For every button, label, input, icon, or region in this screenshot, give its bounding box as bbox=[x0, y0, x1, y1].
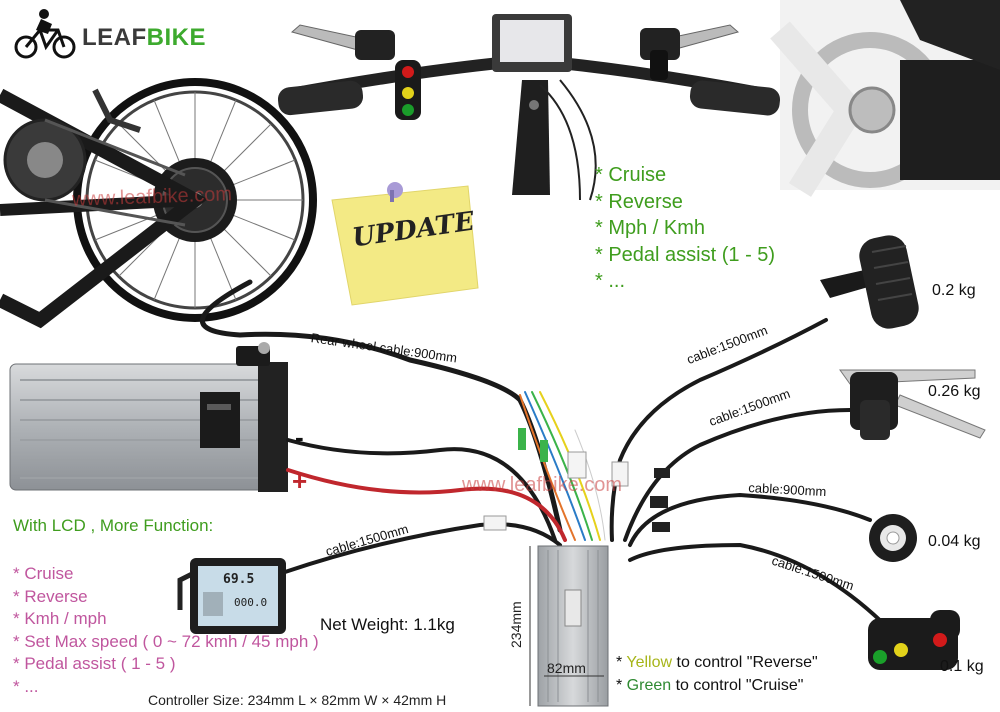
brand-name-leaf: LEAF bbox=[82, 24, 147, 51]
lcd-section-feature: * Pedal assist ( 1 - 5 ) bbox=[13, 654, 176, 673]
lcd-section-feature: * Reverse bbox=[13, 586, 88, 606]
lcd-feature-item: * ... bbox=[595, 270, 626, 292]
lcd-feature-item: * Cruise bbox=[595, 164, 667, 186]
battery-positive-sign: + bbox=[292, 466, 308, 496]
pas-sensor bbox=[869, 514, 917, 562]
controller-size: Controller Size: 234mm L × 82mm W × 42mm… bbox=[148, 692, 447, 708]
rear-wheel-motor-photo bbox=[0, 78, 317, 329]
controller-length-dim: 234mm bbox=[508, 601, 524, 648]
brand-name-bike: BIKE bbox=[146, 24, 207, 51]
green-word: Green bbox=[626, 677, 672, 694]
lcd-section-title: With LCD , More Function: bbox=[13, 516, 214, 535]
battery-pack bbox=[9, 342, 288, 492]
controller-width-dim: 82mm bbox=[547, 660, 586, 676]
sticky-note-icon bbox=[331, 182, 479, 306]
throttle-weight: 0.2 kg bbox=[932, 282, 976, 299]
switch-note-green: * Green to control "Cruise" bbox=[616, 677, 804, 694]
lcd-section-feature-list: * Cruise * Reverse * Kmh / mph * Set Max… bbox=[13, 563, 319, 698]
pas-weight: 0.04 kg bbox=[928, 533, 981, 550]
lcd-feature-item: * Reverse bbox=[595, 190, 683, 213]
lcd-section-feature: * Set Max speed ( 0 ~ 72 kmh / 45 mph ) bbox=[13, 631, 319, 651]
brake-lever bbox=[839, 369, 986, 440]
lcd-feature-list: * Cruise * Reverse * Mph / Kmh * Pedal a… bbox=[595, 162, 775, 295]
net-weight: Net Weight: 1.1kg bbox=[320, 615, 455, 634]
switch-note-yellow: * Yellow to control "Reverse" bbox=[616, 654, 818, 671]
lcd-odometer-readout: 000.0 bbox=[234, 596, 268, 609]
function-switch bbox=[868, 610, 960, 670]
lcd-section-feature: * Kmh / mph bbox=[13, 609, 107, 628]
throttle-grip bbox=[820, 235, 919, 329]
lcd-speed-readout: 69.5 bbox=[223, 572, 255, 587]
yellow-word: Yellow bbox=[626, 654, 673, 671]
pas-mount-photo bbox=[770, 0, 1000, 197]
switch-weight: 0.1 kg bbox=[940, 658, 984, 675]
brand-logo: LEAFBIKE bbox=[82, 24, 206, 52]
lcd-feature-item: * Mph / Kmh bbox=[595, 217, 706, 239]
leafbike-logo-icon bbox=[14, 9, 76, 59]
cable-connectors bbox=[483, 428, 670, 532]
watermark-main: www.leafbike.com bbox=[462, 474, 623, 496]
lcd-section-feature: * ... bbox=[13, 676, 39, 696]
lcd-feature-item: * Pedal assist (1 - 5) bbox=[595, 243, 776, 266]
lcd-section-feature: * Cruise bbox=[13, 564, 74, 583]
lcd-display bbox=[177, 558, 286, 634]
brake-weight: 0.26 kg bbox=[928, 383, 981, 400]
controller-box bbox=[529, 545, 609, 707]
handlebar-photo bbox=[277, 14, 781, 201]
battery-negative-sign: - bbox=[295, 422, 304, 452]
